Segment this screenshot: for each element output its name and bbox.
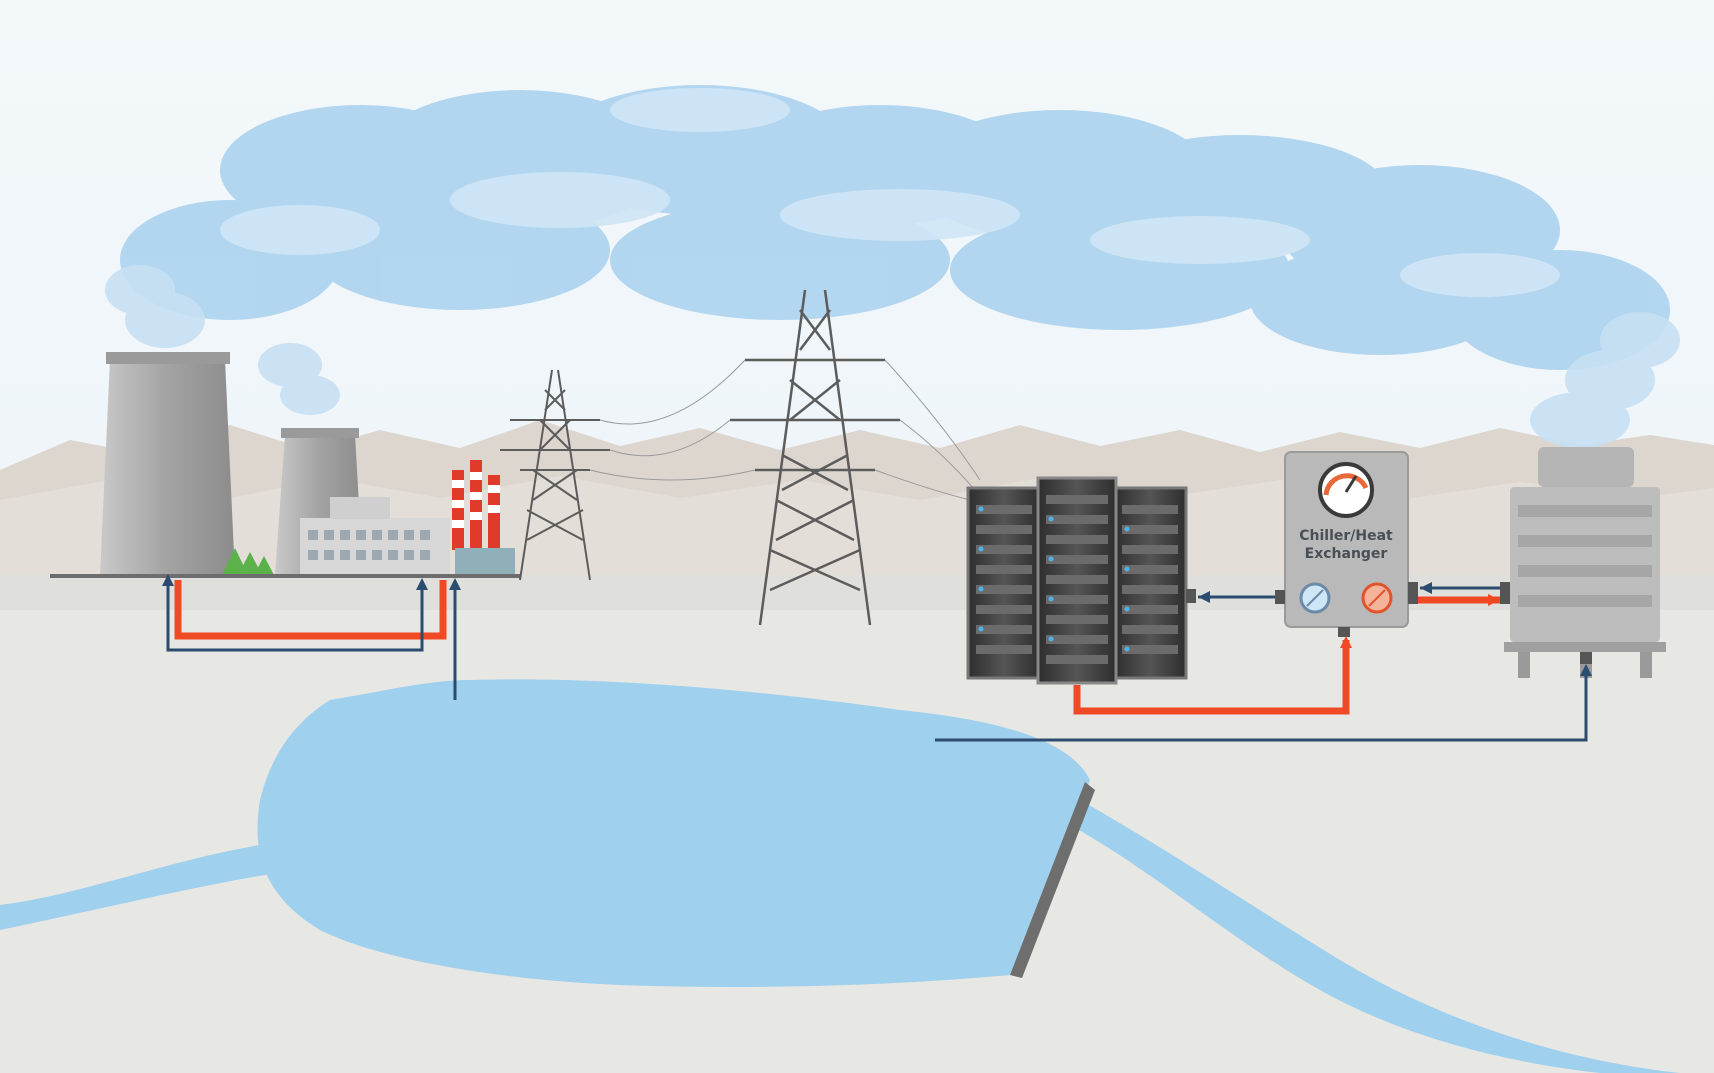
steam-plume-left: [105, 265, 340, 415]
cooling-tower-large: [100, 360, 235, 575]
pipe-arrows-right: [1198, 582, 1592, 676]
chiller-bottom-connector: [1338, 627, 1350, 637]
river: [0, 840, 300, 930]
tower-base: [1504, 642, 1666, 652]
flow-arrow-icon: [1488, 594, 1500, 606]
server-status-lights: [978, 506, 1130, 652]
chimney: [470, 460, 482, 550]
power-lines: [589, 359, 981, 501]
steam-cloud-highlight: [220, 88, 1560, 297]
transmission-tower-small: [500, 369, 610, 581]
power-plant: [50, 352, 520, 578]
chiller-label-line2: Exchanger: [1305, 546, 1388, 562]
ground-band: [0, 575, 1714, 610]
tower-left-connector: [1500, 582, 1510, 604]
tower-top-cap: [1538, 447, 1634, 487]
rack-pipe-connector: [1186, 589, 1196, 603]
cooling-tower-large-rim: [106, 352, 230, 364]
plant-baseline: [50, 574, 520, 578]
gauge-scale: [1323, 473, 1369, 496]
plant-annex: [455, 548, 515, 575]
server-slots: [976, 495, 1178, 664]
chiller-left-connector: [1275, 590, 1285, 604]
flow-arrow-icon: [1198, 591, 1210, 603]
chiller-label-line1: Chiller/Heat: [1299, 528, 1393, 544]
chiller-heat-exchanger: Chiller/Heat Exchanger: [1275, 451, 1418, 637]
tower-leg: [1518, 652, 1530, 678]
pipes-data-center-loop: [935, 586, 1588, 742]
flow-arrow-icon: [1340, 636, 1352, 648]
gauge-needle: [1344, 475, 1358, 493]
cold-water-pipe: [166, 580, 424, 652]
chiller-right-connector: [1408, 582, 1418, 604]
flow-arrow-icon: [449, 578, 461, 590]
factory-roof-block: [330, 497, 390, 519]
river-right: [1060, 800, 1680, 1073]
factory-building: [300, 518, 450, 575]
pipes-power-plant-loop: [166, 580, 457, 700]
tower-panels: [1518, 505, 1652, 607]
cooling-tower-small-rim: [281, 428, 359, 438]
dam-wall: [1010, 782, 1095, 978]
flow-arrow-icon: [416, 578, 428, 590]
tower-bottom-connector: [1580, 652, 1592, 664]
evaporative-cooling-tower: [1500, 447, 1666, 678]
flow-arrow-icon: [162, 574, 174, 586]
pipe-arrows-left: [162, 574, 461, 590]
flow-arrow-icon: [1580, 664, 1592, 676]
hot-water-pipe: [174, 580, 447, 640]
factory-windows: [308, 530, 430, 560]
trees: [222, 548, 274, 575]
server-racks: [966, 476, 1196, 685]
hot-water-pipe-servers: [1073, 640, 1350, 715]
steam-plume-right: [1530, 312, 1680, 448]
chimney: [452, 470, 464, 550]
tower-leg: [1640, 652, 1652, 678]
transmission-tower-large: [730, 289, 900, 626]
flow-arrow-icon: [1420, 582, 1432, 594]
lake: [257, 679, 1090, 987]
lake-supply-pipe: [935, 668, 1588, 742]
